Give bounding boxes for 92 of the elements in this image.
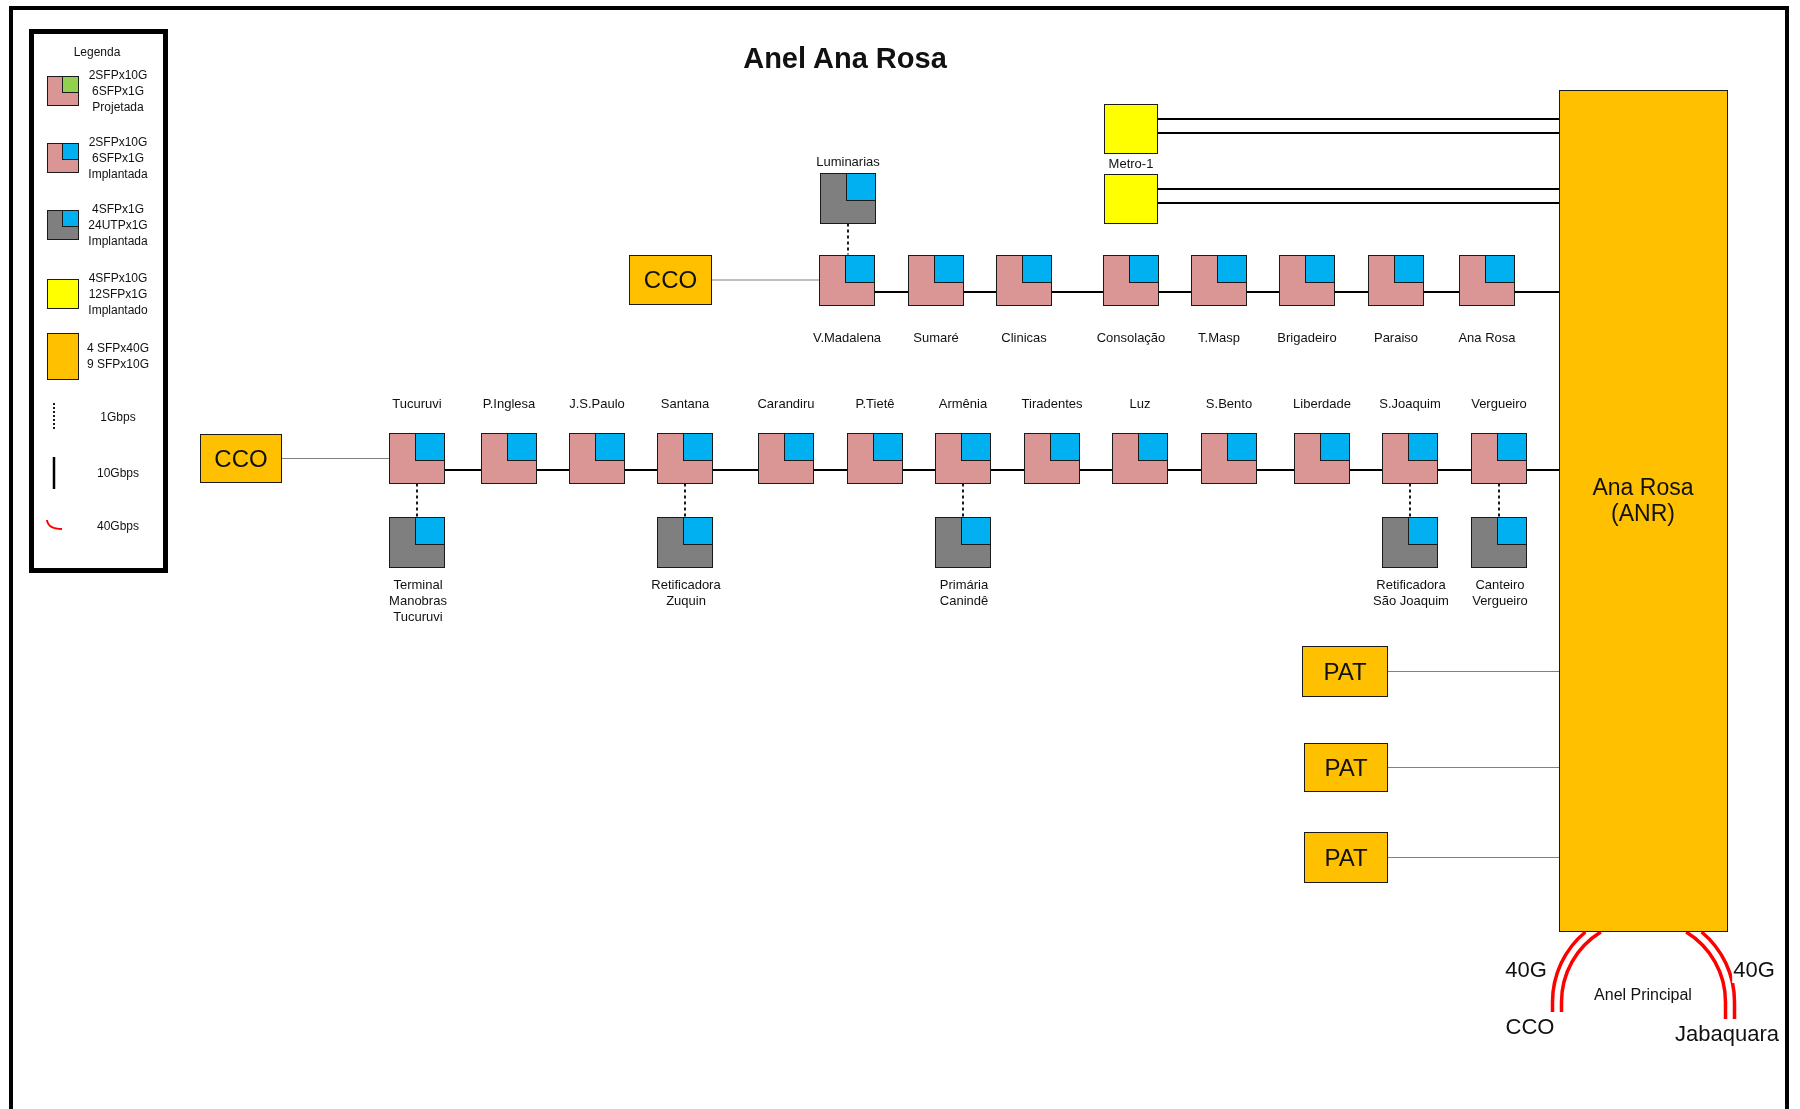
station-label: S.Bento: [1205, 395, 1253, 412]
node-label: PAT: [1324, 753, 1368, 782]
link-line: [1387, 856, 1560, 859]
station-label: Retificadora Zuquin: [650, 576, 722, 609]
text-label: Anel Principal: [1594, 986, 1692, 1004]
station-label: S.Joaquim: [1379, 395, 1441, 412]
legend-label: 40Gbps: [96, 518, 140, 534]
link-line: [1387, 766, 1560, 769]
link-line: [902, 469, 936, 471]
dotted-link: [962, 482, 964, 518]
node-label: PAT: [1324, 843, 1368, 872]
station-label: Ana Rosa: [1458, 329, 1516, 346]
dotted-link: [1409, 482, 1411, 518]
ring-link: [1684, 930, 1737, 1021]
link-line: [281, 457, 390, 460]
link-line: [1246, 291, 1280, 293]
station-label: P.Tietê: [855, 395, 895, 412]
station-label: Luz: [1129, 395, 1151, 412]
link-line: [1334, 291, 1369, 293]
station-label: Brigadeiro: [1277, 329, 1337, 346]
station-label: Liberdade: [1293, 395, 1351, 412]
link-line: [536, 469, 570, 471]
node-label: CCO: [643, 266, 698, 294]
legend-label: 4SFPx10G 12SFPx1G Implantado: [87, 270, 149, 318]
link-line: [712, 469, 759, 471]
station-label: Terminal Manobras Tucuruvi: [388, 576, 448, 625]
station-label: V.Madalena: [812, 329, 882, 346]
station-label: Paraiso: [1373, 329, 1419, 346]
legend-label: 2SFPx10G 6SFPx1G Implantada: [87, 134, 149, 182]
dotted-link: [684, 482, 686, 518]
station-label: Metro-1: [1108, 156, 1154, 172]
node-label: PAT: [1323, 657, 1367, 686]
station-label: Sumaré: [913, 329, 959, 346]
link-line: [990, 469, 1025, 471]
link-line: [1079, 469, 1113, 471]
station-label: Tucuruvi: [392, 395, 442, 412]
link-line: [1157, 118, 1560, 120]
link-line: [1437, 469, 1472, 471]
link-line: [1349, 469, 1383, 471]
station-label: Vergueiro: [1471, 395, 1527, 412]
legend-label: 4 SFPx40G 9 SFPx10G: [86, 340, 150, 372]
control-node-box: [1302, 646, 1388, 697]
link-line: [624, 469, 658, 471]
link-line: [1157, 132, 1560, 134]
link-line: [813, 469, 848, 471]
link-line: [963, 291, 997, 293]
legend-label: 2SFPx10G 6SFPx1G Projetada: [87, 67, 149, 115]
node-label: Ana Rosa (ANR): [1591, 474, 1695, 527]
link-line: [1526, 469, 1560, 471]
legend-label: 1Gbps: [99, 409, 137, 425]
legend-label: 4SFPx1G 24UTPx1G Implantada: [87, 201, 149, 249]
core-switch-box: [1559, 90, 1728, 932]
control-node-box: [200, 434, 282, 483]
legend-label: 10Gbps: [96, 465, 140, 481]
link-line: [1387, 670, 1560, 673]
link-line: [1157, 188, 1560, 190]
link-line: [1167, 469, 1202, 471]
station-label: P.Inglesa: [482, 395, 536, 412]
link-line: [1423, 291, 1460, 293]
link-line: [1256, 469, 1295, 471]
link-line: [1051, 291, 1104, 293]
station-label: Santana: [660, 395, 710, 412]
endpoint-label: Jabaquara: [1675, 1021, 1779, 1047]
station-label: Retificadora São Joaquim: [1372, 576, 1450, 609]
link-line: [1514, 291, 1560, 293]
station-label: Carandiru: [757, 395, 815, 412]
station-label: J.S.Paulo: [569, 395, 625, 412]
dotted-link: [416, 482, 418, 518]
link-line: [444, 469, 482, 471]
control-node-box: [1304, 832, 1388, 883]
link-line: [874, 291, 909, 293]
dotted-link: [847, 222, 849, 256]
link-line: [711, 279, 820, 281]
control-node-box: [1304, 743, 1388, 792]
text-label: Legenda: [73, 45, 121, 59]
link-line: [1158, 291, 1192, 293]
station-label: Tiradentes: [1021, 395, 1083, 412]
control-node-box: [629, 255, 712, 305]
station-label: Primária Canindê: [938, 576, 990, 609]
station-label: Clinicas: [1001, 329, 1047, 346]
ring-link: [1550, 930, 1603, 1014]
station-label: Canteiro Vergueiro: [1471, 576, 1529, 609]
dotted-link: [1498, 482, 1500, 518]
metro-switch-box: [1104, 174, 1158, 224]
diagram-title: Anel Ana Rosa: [743, 41, 947, 75]
station-label: Consolação: [1096, 329, 1166, 346]
node-label: CCO: [214, 444, 268, 473]
link-line: [1157, 202, 1560, 204]
endpoint-label: CCO: [1505, 1014, 1555, 1040]
station-label: T.Masp: [1198, 329, 1240, 346]
station-label: Luminarias: [816, 153, 880, 170]
station-label: Armênia: [938, 395, 988, 412]
